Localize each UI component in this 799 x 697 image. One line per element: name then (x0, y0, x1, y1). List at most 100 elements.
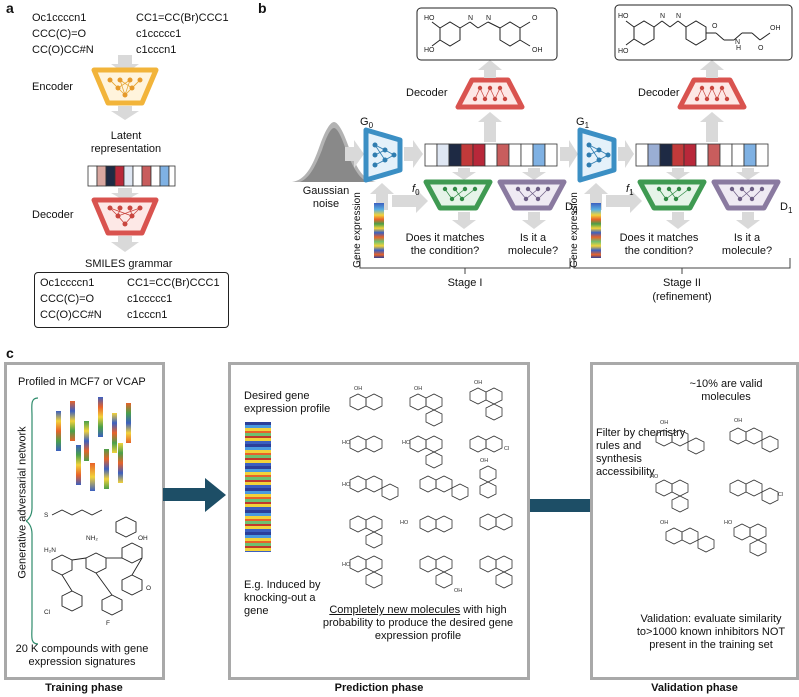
expression-bar (104, 449, 109, 489)
stage2-note: (refinement) (652, 291, 712, 303)
latent-bar (87, 165, 176, 187)
svg-text:Cl: Cl (44, 609, 51, 616)
smiles-item: CCC(C)=O (40, 293, 95, 305)
generator-g0-icon (363, 127, 403, 183)
stage2-bracket (573, 258, 791, 274)
gray-arrow-right (606, 189, 642, 213)
training-panel (4, 362, 165, 680)
stage1-label: Stage I (447, 277, 483, 289)
condition-question: Does it matches the condition? (405, 232, 485, 257)
decoder-stage2-label: Decoder (638, 87, 680, 99)
svg-text:O: O (712, 23, 718, 30)
svg-text:H₂N: H₂N (44, 547, 56, 554)
smiles-item: CC(O)CC#N (40, 309, 102, 321)
g0-label: G0 (360, 116, 374, 131)
desired-profile-label: Desired gene expression profile (244, 390, 331, 415)
molecule-question: Is it a molecule? (721, 232, 773, 257)
expression-bar (70, 401, 75, 441)
gene-expression-strip (374, 203, 384, 258)
smiles-item: c1ccccc1 (136, 28, 182, 40)
smiles-grammar-label: SMILES grammar (85, 258, 173, 270)
decoder-icon (91, 197, 159, 236)
expression-bar (112, 413, 117, 453)
gray-arrow-right (392, 189, 428, 213)
decoder-stage2-icon (677, 77, 747, 110)
gray-arrow-up (478, 112, 502, 142)
panel-c-label: c (6, 345, 14, 361)
latent-label: Latent representation (90, 130, 162, 155)
brace-icon (26, 397, 39, 645)
svg-text:O: O (532, 15, 538, 22)
svg-text:OH: OH (660, 520, 668, 526)
smiles-item: c1ccccc1 (127, 293, 173, 305)
svg-text:F: F (106, 620, 110, 627)
new-molecules-emphasis: Completely new molecules (329, 604, 461, 616)
expression-bar (90, 463, 95, 491)
svg-text:N: N (468, 15, 473, 22)
expression-bar (56, 411, 61, 451)
svg-text:N: N (735, 39, 740, 46)
prediction-phase-label: Prediction phase (334, 682, 424, 694)
training-phase-label: Training phase (45, 682, 123, 694)
panel-b-graphic: HO HO O OH N N (292, 4, 793, 274)
gray-arrow-down (452, 212, 546, 229)
svg-text:N: N (676, 13, 681, 20)
discriminator-d1-icon (711, 179, 781, 211)
gaussian-noise-icon (292, 122, 376, 182)
latent-bar-stage2 (635, 143, 769, 167)
gray-arrow-up (700, 112, 724, 142)
svg-text:HO: HO (650, 474, 659, 480)
panel-a-label: a (6, 0, 14, 16)
smiles-item: CC1=CC(Br)CCC1 (127, 277, 220, 289)
gray-arrow-up (478, 60, 502, 78)
svg-text:HO: HO (342, 440, 351, 446)
expression-bar (126, 403, 131, 443)
profiled-label: Profiled in MCF7 or VCAP (18, 376, 146, 388)
svg-text:OH: OH (734, 418, 742, 424)
gene-expression-strip (591, 203, 601, 258)
svg-text:HO: HO (618, 13, 629, 20)
svg-text:HO: HO (342, 482, 351, 488)
svg-text:HO: HO (402, 440, 411, 446)
decoder-stage1-label: Decoder (406, 87, 448, 99)
condition-net-f0-icon (423, 179, 493, 211)
f1-label: f1 (626, 183, 634, 198)
validation-panel (590, 362, 799, 680)
expression-bar (118, 443, 123, 483)
induced-label: E.g. Induced by knocking-out a gene (244, 579, 321, 617)
expression-bar (84, 421, 89, 461)
encoder-icon (91, 67, 159, 106)
svg-text:N: N (660, 13, 665, 20)
gray-arrow-right (345, 140, 364, 168)
svg-text:HO: HO (724, 520, 733, 526)
svg-text:OH: OH (354, 386, 362, 392)
d0-label: D0 (565, 201, 578, 216)
svg-text:OH: OH (454, 588, 462, 594)
molecule-question: Is it a molecule? (507, 232, 559, 257)
compounds-label: 20 K compounds with gene expression sign… (15, 643, 149, 668)
smiles-item: c1cccn1 (136, 44, 177, 56)
gray-arrow-down (666, 168, 760, 180)
validation-phase-label: Validation phase (651, 682, 738, 694)
latent-bar-stage1 (424, 143, 558, 167)
desired-profile-strip (245, 422, 271, 552)
smiles-item: CC1=CC(Br)CCC1 (136, 12, 229, 24)
gray-arrow-down (666, 212, 760, 229)
generator-g1-icon (577, 127, 617, 183)
gray-arrow-right (618, 140, 634, 168)
smiles-output-box: Oc1ccccn1 CC1=CC(Br)CCC1 CCC(C)=O c1cccc… (34, 272, 229, 328)
svg-text:HO: HO (400, 520, 409, 526)
svg-text:OH: OH (532, 47, 543, 54)
condition-question: Does it matches the condition? (619, 232, 699, 257)
svg-text:OH: OH (770, 25, 781, 32)
svg-text:HO: HO (424, 47, 435, 54)
gray-arrow-down (111, 106, 139, 120)
svg-text:Cl: Cl (504, 446, 509, 452)
svg-text:HO: HO (342, 562, 351, 568)
validation-evaluate-label: Validation: evaluate similarity to>1000 … (636, 613, 786, 651)
expression-bar (76, 445, 81, 485)
discriminator-d0-icon (497, 179, 567, 211)
